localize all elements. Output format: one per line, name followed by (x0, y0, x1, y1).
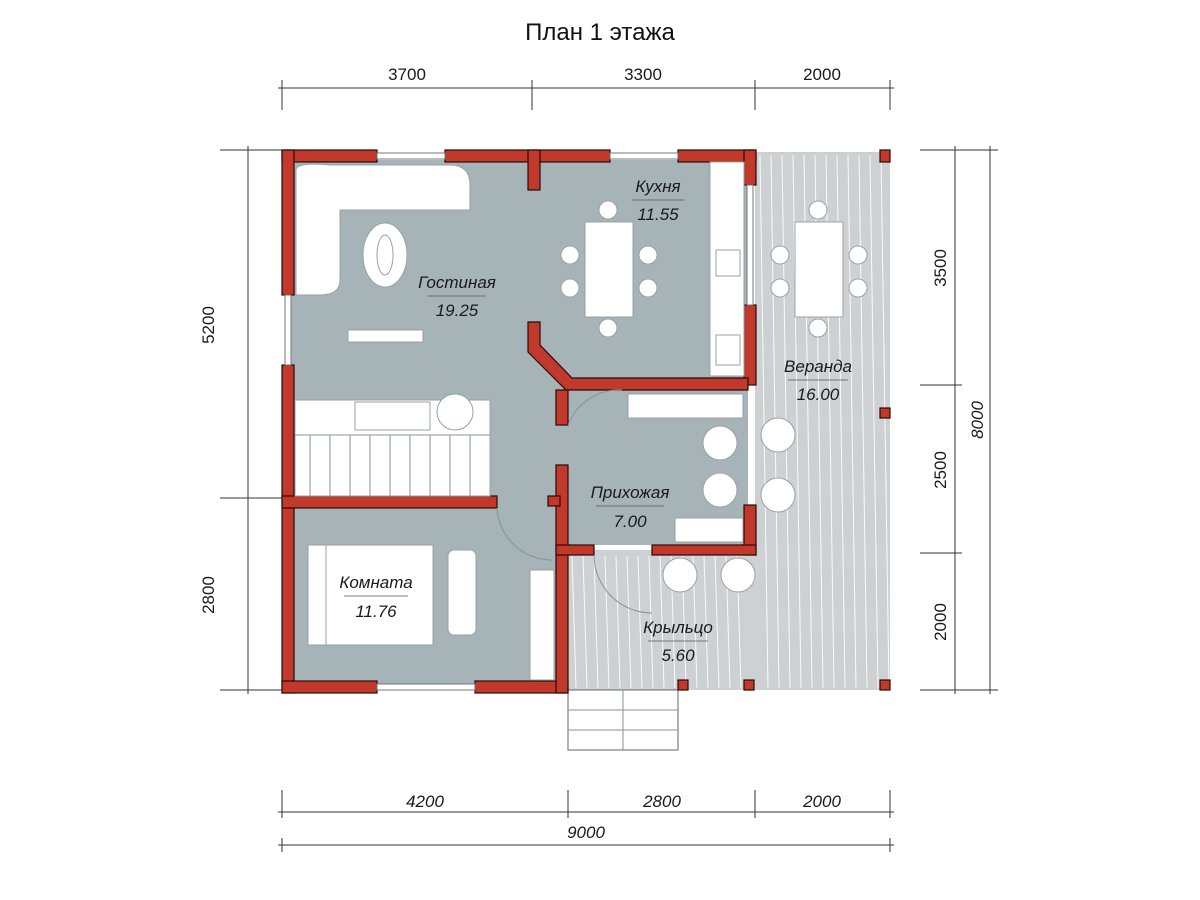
kitchen-name: Кухня (635, 177, 680, 196)
dim-right-1: 3500 (931, 249, 950, 287)
coffee-table-inner (376, 234, 394, 276)
deck-plank (869, 154, 879, 689)
veranda-area: 16.00 (797, 385, 840, 404)
dim-bottom-2: 2800 (642, 792, 681, 811)
armchairs (662, 417, 796, 593)
wall-kitchen-diagonal (527, 321, 749, 391)
dim-top-2: 3300 (624, 65, 662, 84)
armchair-living (436, 393, 474, 431)
deck-plank (847, 154, 857, 689)
wall-bottom-1 (281, 680, 378, 694)
bed-headboard (307, 544, 327, 646)
bed (307, 544, 434, 646)
deck-plank (659, 555, 665, 689)
dim-left-2: 2800 (199, 576, 218, 614)
dining-table-kitchen (584, 221, 634, 318)
dimension-top: 3700 3300 2000 (278, 65, 894, 110)
room-labels: Гостиная 19.25 Кухня 11.55 Прихожая 7.00… (339, 177, 852, 665)
door-swing-entry (593, 554, 653, 614)
wall-right-2 (743, 304, 757, 386)
hall-name: Прихожая (591, 483, 670, 502)
dim-left-1: 5200 (199, 306, 218, 344)
door-swing-bedroom (496, 507, 553, 561)
dimension-right: 3500 2500 2000 8000 (920, 146, 998, 694)
living-room-area: 19.25 (436, 301, 479, 320)
kitchen-sink (715, 249, 741, 277)
bedroom-dresser (447, 549, 477, 636)
wall-bedroom-stub (547, 495, 561, 507)
dim-total-width: 9000 (567, 823, 605, 842)
deck-plank (582, 555, 588, 689)
dimension-bottom: 4200 2800 2000 9000 (278, 790, 894, 852)
tv-stand (347, 329, 424, 343)
deck-plank (858, 154, 868, 689)
deck-plank (615, 555, 621, 689)
dining-table-veranda (794, 221, 844, 318)
dimension-left: 5200 2800 (199, 146, 282, 694)
door-swing-hall (567, 389, 623, 426)
wall-hall-bottom-2 (651, 544, 757, 556)
windows (284, 152, 754, 691)
wall-right-1 (743, 149, 757, 186)
deck-plank (703, 555, 709, 689)
living-room-name: Гостиная (418, 273, 496, 292)
desk (354, 401, 431, 431)
sofa (295, 163, 471, 296)
dining-chairs-veranda (770, 200, 868, 338)
deck-plank (637, 555, 643, 689)
wall-hall-bottom-1 (555, 544, 595, 556)
wall-left-1 (281, 149, 295, 296)
post-3 (879, 679, 891, 691)
porch-area: 5.60 (661, 646, 695, 665)
hall-area: 7.00 (613, 512, 647, 531)
wall-bottom-2 (474, 680, 569, 694)
deck-plank (571, 555, 577, 689)
post-5 (677, 679, 689, 691)
wall-bedroom-top (281, 495, 498, 509)
bedroom-area: 11.76 (355, 602, 397, 621)
dining-chairs-kitchen (560, 200, 658, 338)
porch-name: Крыльцо (643, 618, 713, 637)
dim-bottom-1: 4200 (406, 792, 444, 811)
deck-plank (604, 555, 610, 689)
deck-plank (880, 154, 890, 689)
bedroom-wardrobe (529, 569, 555, 681)
post-4 (743, 679, 755, 691)
veranda-name: Веранда (784, 357, 852, 376)
wall-kitchen-stub (527, 149, 541, 191)
kitchen-area: 11.55 (637, 205, 679, 224)
deck-plank (648, 555, 654, 689)
furniture (294, 161, 868, 681)
deck-plank (792, 154, 802, 689)
wall-top-1 (281, 149, 378, 163)
deck-plank (626, 555, 632, 689)
dim-total-height: 8000 (968, 401, 987, 439)
dim-bottom-3: 2000 (802, 792, 841, 811)
wall-left-2 (281, 364, 295, 694)
post-2 (879, 407, 891, 419)
dim-right-3: 2000 (931, 603, 950, 641)
coffee-table (362, 222, 408, 288)
deck-plank (714, 555, 720, 689)
hall-bench (674, 517, 744, 543)
deck-plank (759, 154, 769, 689)
dim-top-1: 3700 (388, 65, 426, 84)
deck-plank (593, 555, 599, 689)
post-1 (879, 149, 891, 163)
plan-title: План 1 этажа (525, 19, 675, 46)
porch-steps (567, 689, 679, 751)
bedroom-name: Комната (339, 573, 412, 592)
dim-right-2: 2500 (931, 451, 950, 489)
wall-hall-2 (555, 464, 569, 694)
kitchen-stove (715, 334, 741, 366)
wall-hall-1 (555, 389, 569, 426)
hall-wardrobe (627, 393, 744, 419)
dim-top-3: 2000 (803, 65, 841, 84)
